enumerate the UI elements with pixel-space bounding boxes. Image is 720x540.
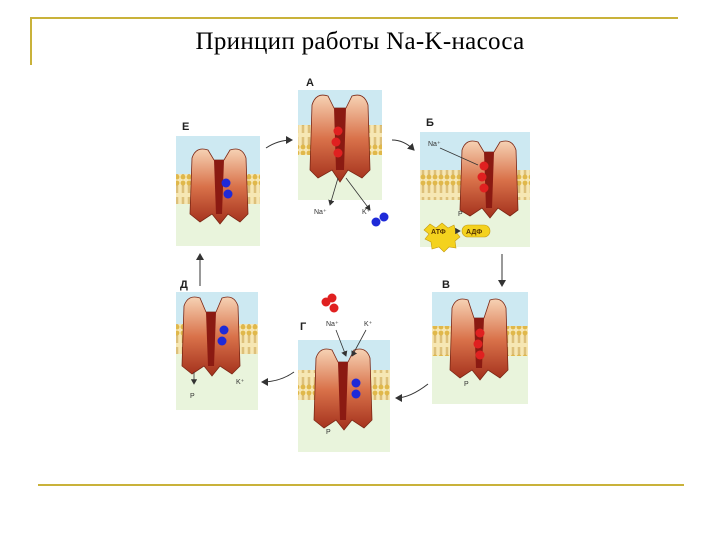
frame-top-line <box>30 17 678 19</box>
panel-b: Na⁺ P АТФ АДФ Б <box>420 117 530 253</box>
potassium-ion <box>371 217 381 227</box>
panel-a: Na⁺ K⁺ А <box>298 77 389 227</box>
panel-g-na-label: Na⁺ <box>326 321 339 328</box>
panel-g: Na⁺ K⁺ P Г <box>298 293 390 452</box>
panel-a-k-label: K⁺ <box>362 209 371 216</box>
panel-d-p-label: P <box>190 393 195 400</box>
frame-left-line <box>30 17 32 65</box>
panel-g-k-label: K⁺ <box>364 321 373 328</box>
sodium-ion <box>333 148 343 158</box>
panel-d: P K⁺ Д <box>176 279 258 410</box>
panel-a-label: А <box>306 77 314 89</box>
panel-b-label: Б <box>426 117 434 129</box>
panel-d-k-label: K⁺ <box>236 379 245 386</box>
frame-bottom-line <box>38 484 684 486</box>
slide-title: Принцип работы Na-K-насоса <box>195 28 525 55</box>
sodium-ion <box>333 126 343 136</box>
panel-v-p-label: P <box>464 381 469 388</box>
panel-e: Е <box>176 121 260 246</box>
atp-label: АТФ <box>431 229 446 236</box>
panel-v-label: В <box>442 279 450 291</box>
panel-b-na-label: Na⁺ <box>428 141 441 148</box>
arrow-g-to-d <box>261 371 295 386</box>
panel-g-label: Г <box>300 321 307 333</box>
arrow-e-to-a <box>265 136 293 149</box>
arrow-v-to-g <box>395 383 429 402</box>
panel-d-label: Д <box>180 279 188 291</box>
adp-badge: АДФ <box>461 224 491 238</box>
sodium-ion <box>331 137 341 147</box>
cycle-arrows <box>196 136 506 402</box>
panel-b-p-label: P <box>458 211 463 218</box>
adp-label: АДФ <box>466 229 482 236</box>
panel-a-na-label: Na⁺ <box>314 209 327 216</box>
arrow-a-to-b <box>391 139 415 151</box>
potassium-ion <box>379 212 389 222</box>
panel-v: P В <box>432 279 528 404</box>
panel-g-p-label: P <box>326 429 331 436</box>
atp-badge: АТФ <box>423 222 461 253</box>
panel-e-label: Е <box>182 121 189 133</box>
